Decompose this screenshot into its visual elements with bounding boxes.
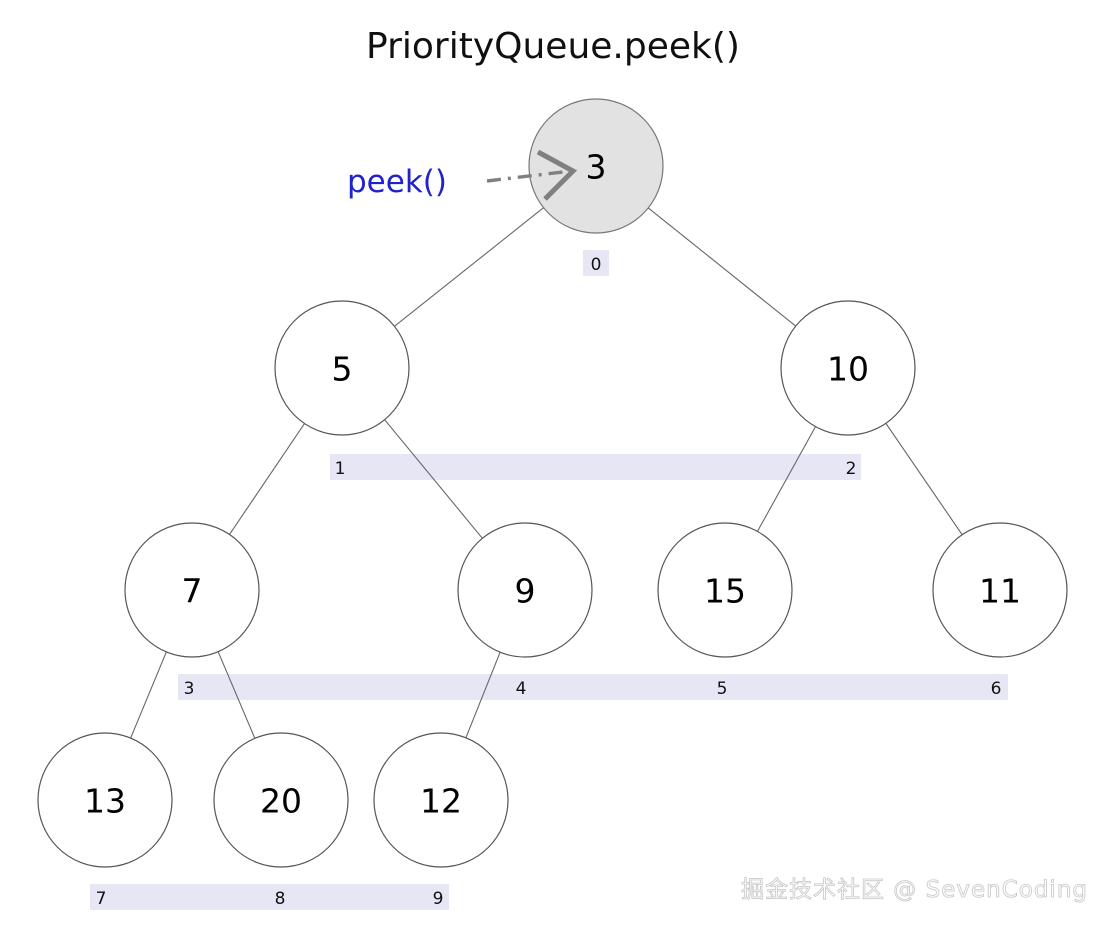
tree-edge (756, 426, 817, 532)
peek-arrow-line (486, 170, 564, 183)
index-bars-group (90, 250, 1008, 910)
index-highlight-bar (178, 674, 1008, 700)
node-value: 13 (84, 782, 126, 821)
tree-edge (229, 423, 305, 535)
node-value: 20 (260, 782, 302, 821)
node-index-label: 9 (433, 889, 444, 909)
node-value: 10 (827, 350, 869, 389)
tree-edge (217, 651, 256, 739)
node-circle[interactable] (37, 732, 173, 868)
node-circle[interactable] (124, 522, 260, 658)
index-highlight-bar (330, 454, 861, 480)
node-circle[interactable] (780, 300, 916, 436)
tree-node[interactable]: 10 (780, 300, 916, 436)
node-circle[interactable] (457, 522, 593, 658)
tree-node[interactable]: 12 (373, 732, 509, 868)
node-circle[interactable] (274, 300, 410, 436)
node-circle[interactable] (213, 732, 349, 868)
node-circle[interactable] (657, 522, 793, 658)
tree-node[interactable]: 7 (124, 522, 260, 658)
node-value: 9 (515, 572, 536, 611)
tree-node[interactable]: 13 (37, 732, 173, 868)
tree-node[interactable]: 5 (274, 300, 410, 436)
peek-label: peek() (347, 164, 447, 200)
index-highlight-bar (583, 250, 609, 276)
node-index-label: 3 (184, 679, 195, 699)
tree-edges-group (130, 207, 963, 739)
tree-node[interactable]: 20 (213, 732, 349, 868)
tree-edge (647, 207, 797, 327)
tree-edge (130, 651, 167, 739)
node-value: 11 (979, 572, 1021, 611)
tree-edge (384, 419, 483, 539)
node-index-label: 4 (516, 679, 527, 699)
tree-edge (465, 652, 501, 738)
node-circle[interactable] (373, 732, 509, 868)
index-highlight-bar (90, 884, 449, 910)
tree-node[interactable]: 15 (657, 522, 793, 658)
node-value: 5 (332, 350, 353, 389)
tree-node[interactable]: 11 (932, 522, 1068, 658)
node-index-label: 2 (846, 459, 857, 479)
node-index-label: 5 (717, 679, 728, 699)
peek-arrow-head-icon (536, 149, 578, 201)
node-index-label: 7 (96, 889, 107, 909)
node-circle-highlighted[interactable] (528, 98, 664, 234)
tree-edge (885, 422, 963, 536)
tree-node[interactable]: 3 (528, 98, 664, 234)
tree-node[interactable]: 9 (457, 522, 593, 658)
node-index-label: 1 (335, 459, 346, 479)
node-value: 12 (420, 782, 462, 821)
watermark: 掘金技术社区 @ SevenCoding (741, 877, 1088, 903)
node-index-label: 0 (591, 255, 602, 275)
node-index-label: 8 (275, 889, 286, 909)
node-value: 15 (704, 572, 746, 611)
node-value: 7 (182, 572, 203, 611)
node-circle[interactable] (932, 522, 1068, 658)
peek-annotation-group: peek() (347, 149, 578, 201)
node-index-label: 6 (991, 679, 1002, 699)
tree-edge (394, 207, 544, 327)
node-value: 3 (586, 148, 607, 187)
page-title: PriorityQueue.peek() (366, 26, 740, 67)
